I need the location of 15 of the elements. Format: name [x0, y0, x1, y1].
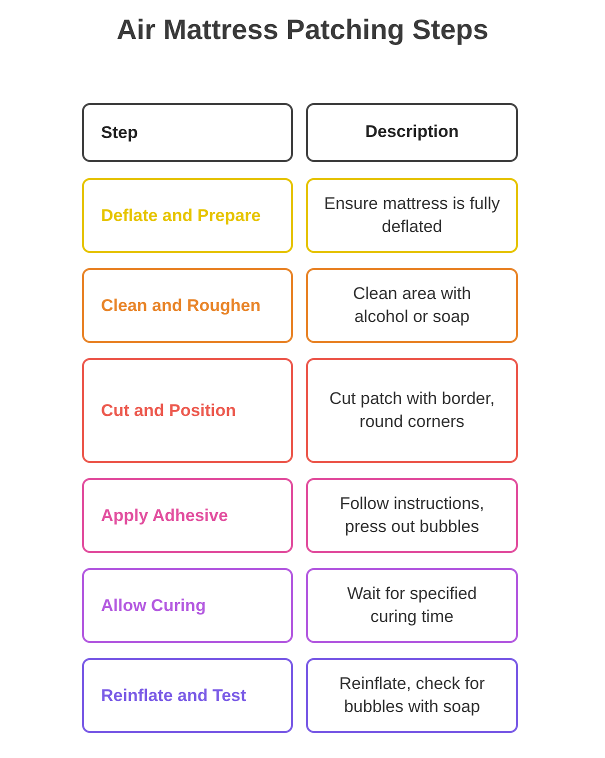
step-box: Apply Adhesive — [82, 478, 293, 553]
step-box: Clean and Roughen — [82, 268, 293, 343]
description-box: Reinflate, check for bubbles with soap — [306, 658, 518, 733]
header-cell: Step — [82, 103, 293, 162]
step-box: Allow Curing — [82, 568, 293, 643]
step-box: Cut and Position — [82, 358, 293, 463]
step-box: Reinflate and Test — [82, 658, 293, 733]
step-box: Deflate and Prepare — [82, 178, 293, 253]
description-box: Ensure mattress is fully deflated — [306, 178, 518, 253]
description-box: Cut patch with border, round corners — [306, 358, 518, 463]
title: Air Mattress Patching Steps — [116, 14, 490, 46]
description-box: Follow instructions, press out bubbles — [306, 478, 518, 553]
description-box: Wait for specified curing time — [306, 568, 518, 643]
header-cell: Description — [306, 103, 518, 162]
description-box: Clean area with alcohol or soap — [306, 268, 518, 343]
